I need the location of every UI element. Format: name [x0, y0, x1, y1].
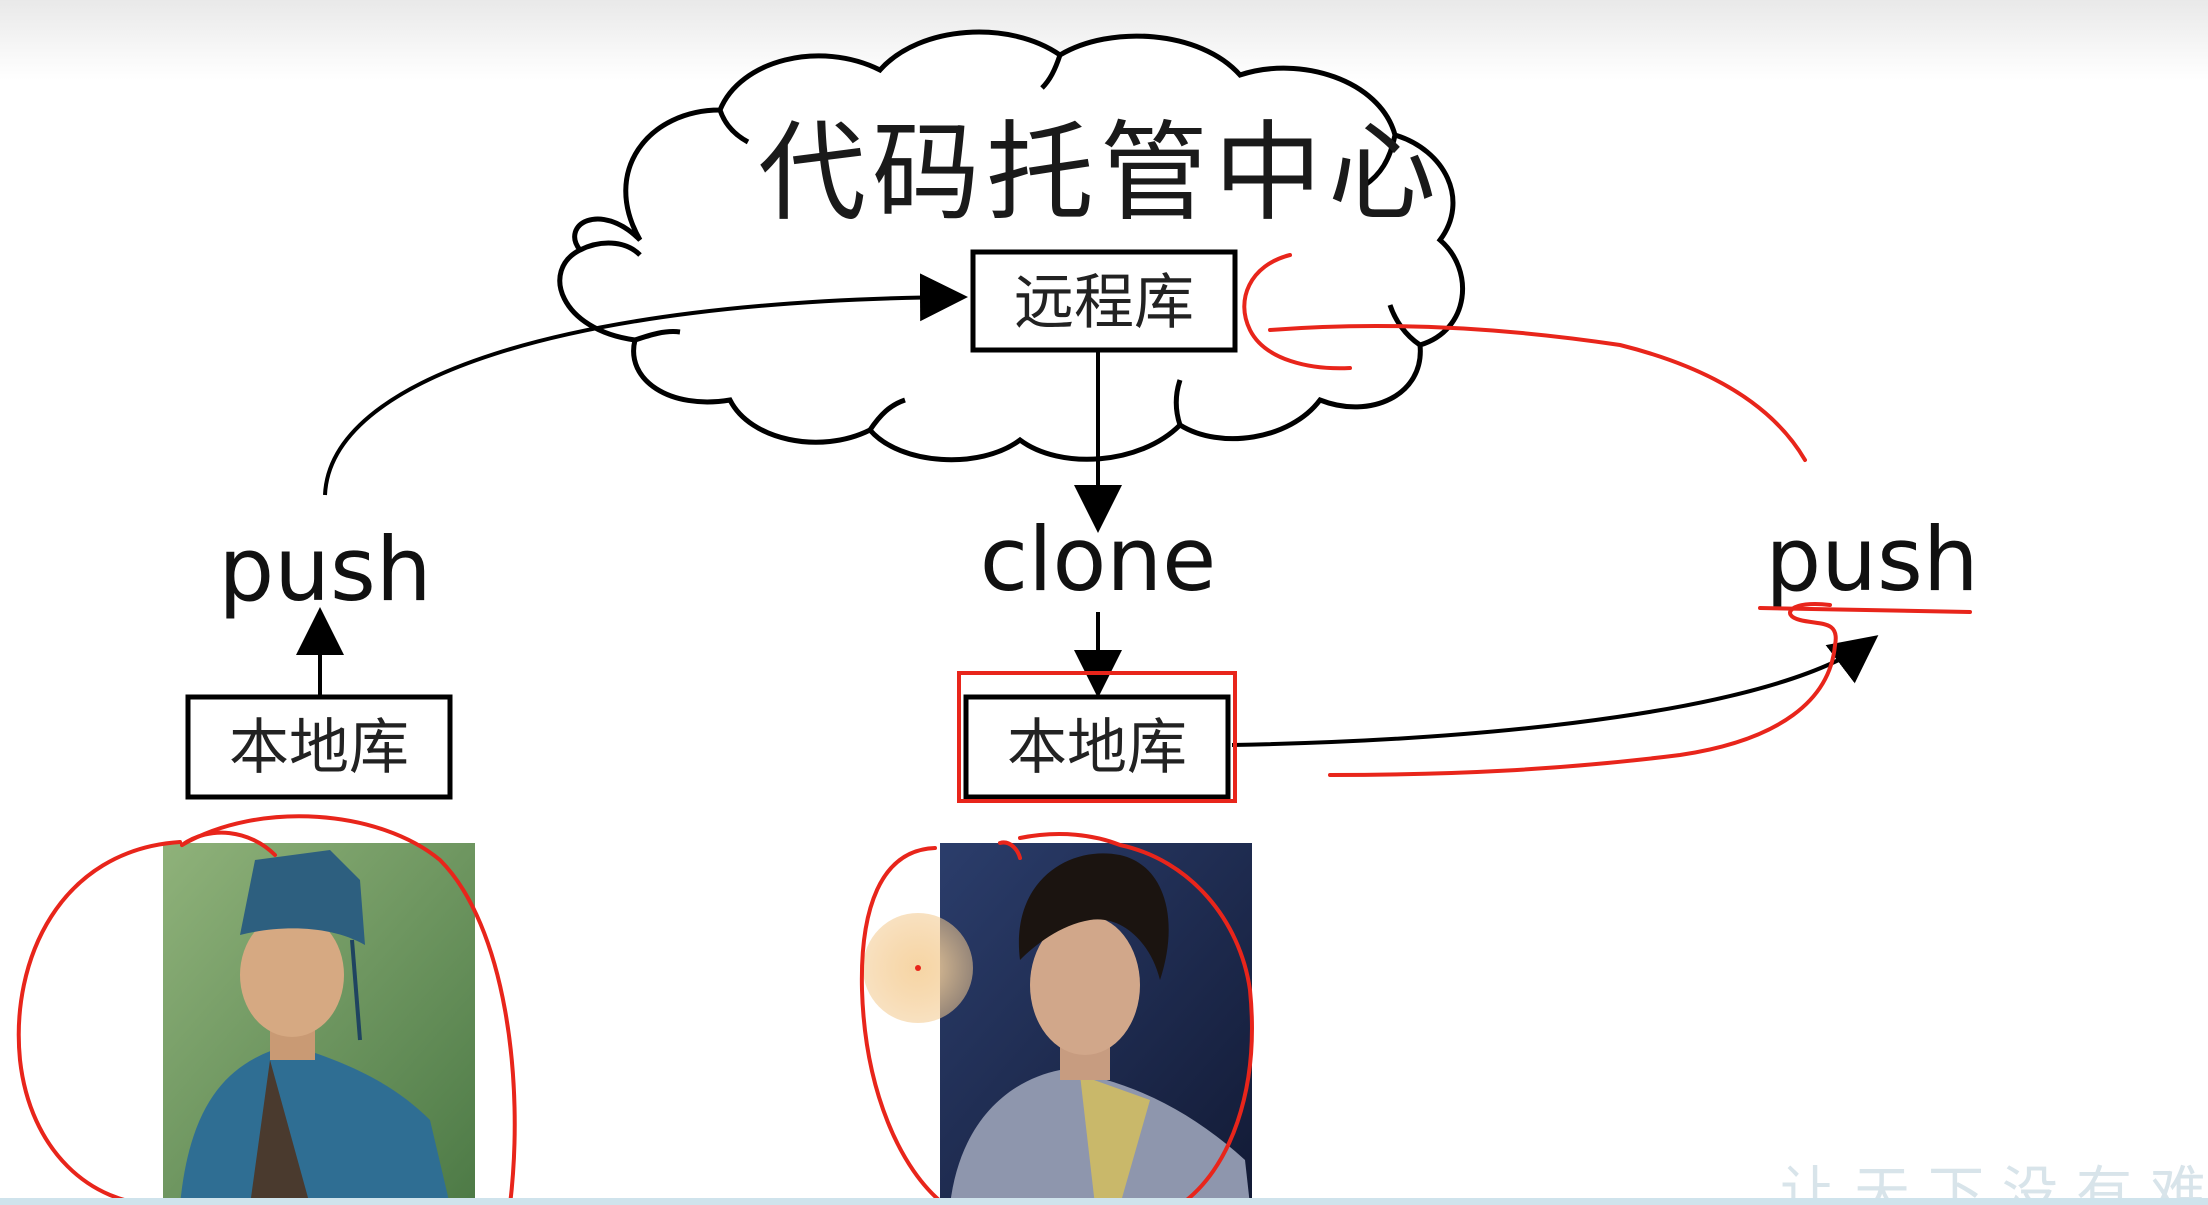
remote-repo-label: 远程库 — [1014, 268, 1194, 338]
remote-repo-scribble — [1242, 253, 1352, 371]
left-local-repo-box: 本地库 — [185, 694, 453, 800]
watermark: 让天下没有难学 — [1780, 1161, 2208, 1205]
cursor-dot — [915, 965, 921, 971]
code-hosting-cloud: 代码托管中心 — [557, 29, 1465, 463]
left-push-label: push — [218, 518, 431, 621]
cloud-title: 代码托管中心 — [758, 111, 1442, 236]
remote-repo-box: 远程库 — [970, 249, 1238, 353]
right-person-photo — [940, 843, 1252, 1205]
right-photo-circle — [859, 832, 1254, 1205]
middle-local-to-right-push-arrow — [1231, 635, 1879, 747]
middle-local-highlight-rect — [957, 671, 1237, 803]
red-annotations — [16, 253, 1972, 1205]
left-person-photo — [163, 843, 475, 1205]
bottom-edge — [0, 1198, 2208, 1205]
middle-local-repo-box: 本地库 — [963, 694, 1231, 800]
clone-label: clone — [980, 508, 1217, 611]
left-local-repo-label: 本地库 — [229, 713, 409, 783]
left-photo-circle — [16, 814, 517, 1205]
right-push-label: push — [1765, 508, 1978, 611]
left-push-to-remote-arrow — [323, 273, 968, 496]
middle-local-repo-label: 本地库 — [1007, 713, 1187, 783]
